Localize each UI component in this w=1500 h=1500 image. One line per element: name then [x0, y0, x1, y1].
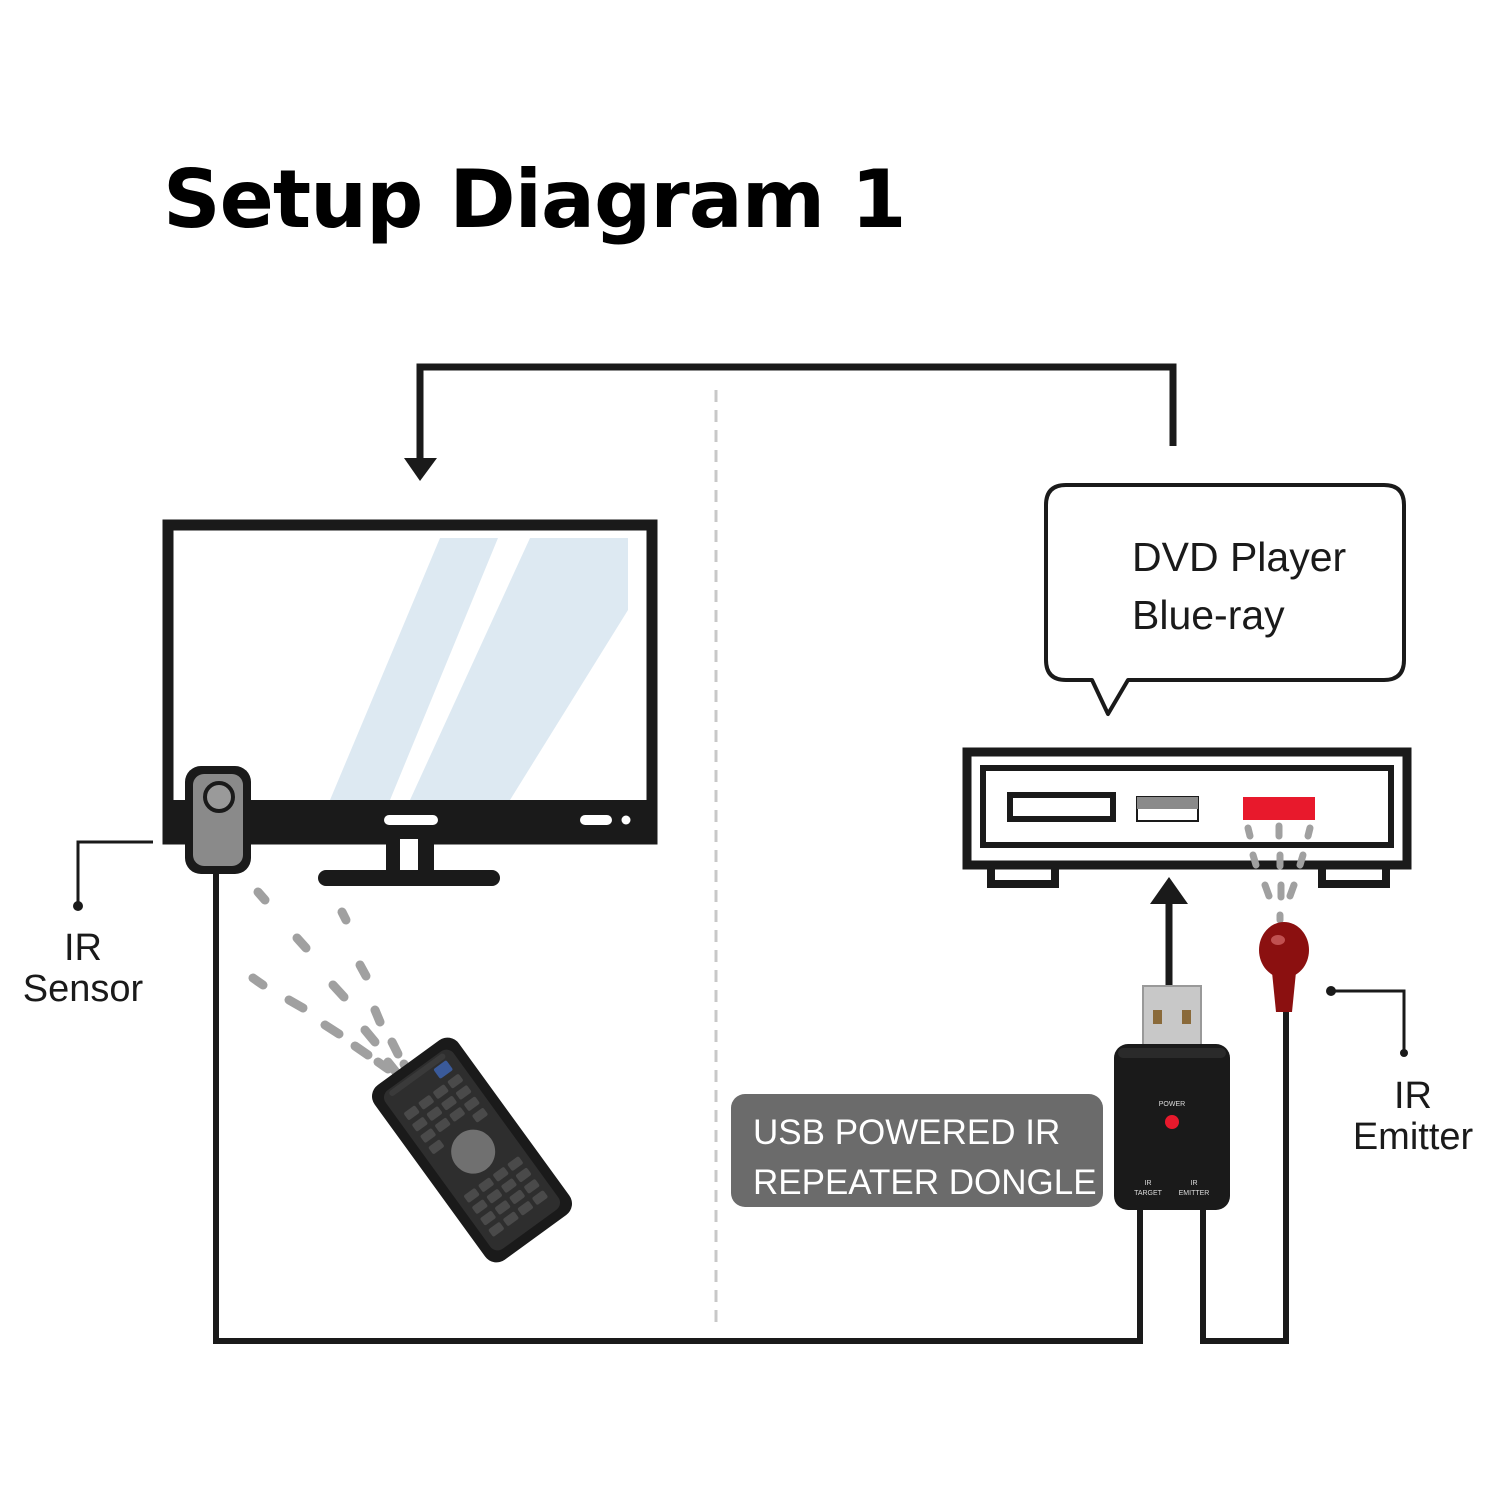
ir-emitter [1259, 922, 1309, 1012]
usb-arrow [1150, 877, 1188, 986]
dongle-target-label-bottom: TARGET [1134, 1190, 1163, 1197]
dongle-power-label: POWER [1159, 1101, 1185, 1108]
arrow-down-icon [404, 458, 437, 481]
screen-glare [410, 538, 628, 800]
callout-bubble [1044, 483, 1406, 716]
ir-sensor-label-line-1: IR [64, 927, 102, 969]
dongle-emitter-label-top: IR [1191, 1180, 1198, 1187]
emitter-ir-beams [1244, 822, 1314, 924]
disc-slot [1007, 792, 1116, 822]
ir-sensor-leader [73, 840, 153, 911]
remote-control [372, 1037, 572, 1263]
ir-emitter-leader [1326, 986, 1408, 1057]
dvd-player [962, 747, 1412, 888]
dongle-badge-line-2: REPEATER DONGLE [753, 1163, 1097, 1202]
ir-receiver-window [1243, 797, 1315, 820]
page-title: Setup Diagram 1 [163, 153, 907, 246]
power-led [1165, 1115, 1179, 1129]
ir-sensor-label-line-2: Sensor [22, 968, 144, 1010]
remote-ir-beams [248, 887, 413, 1077]
usb-plug [1142, 985, 1202, 1047]
arrow-up-icon [1150, 877, 1188, 904]
signal-return-line [404, 363, 1177, 481]
ir-sensor-cable [213, 874, 1143, 1344]
tv [162, 519, 658, 886]
dongle-emitter-label-bottom: EMITTER [1179, 1190, 1210, 1197]
ir-sensor-label: IR Sensor [18, 928, 148, 1010]
remote-dpad [451, 1129, 496, 1174]
dongle-badge-line-1: USB POWERED IR [753, 1113, 1061, 1152]
tv-stand-base [318, 870, 500, 886]
callout-line-1: DVD Player [1132, 534, 1347, 580]
screen-glare [330, 538, 498, 800]
usb-dongle: POWER IR TARGET IR EMITTER [1114, 985, 1230, 1210]
dongle-badge: USB POWERED IR REPEATER DONGLE [731, 1094, 1103, 1207]
dongle-target-label-top: IR [1145, 1180, 1152, 1187]
ir-emitter-label-line-1: IR [1394, 1075, 1432, 1117]
callout-line-2: Blue-ray [1132, 592, 1285, 638]
ir-sensor [185, 766, 251, 874]
ir-emitter-label-line-2: Emitter [1352, 1116, 1474, 1158]
ir-emitter-label: IR Emitter [1346, 1076, 1480, 1158]
callout-text: DVD Player Blue-ray [1132, 528, 1346, 644]
ir-emitter-cable [1200, 1012, 1289, 1344]
